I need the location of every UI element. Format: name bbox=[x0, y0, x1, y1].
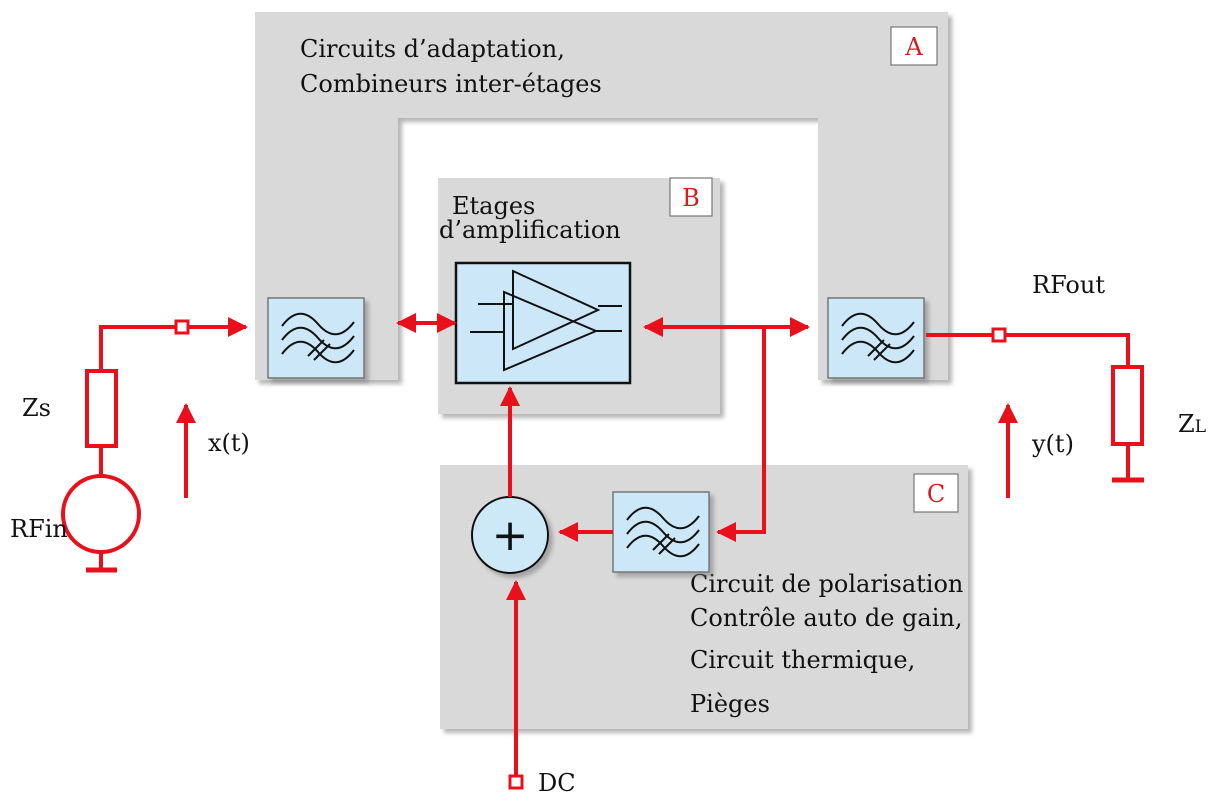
panel-a bbox=[255, 12, 948, 380]
panel-a-line2: Combineurs inter-étages bbox=[300, 70, 602, 98]
rf-source-icon bbox=[61, 474, 141, 554]
label-rfin: RFin bbox=[10, 515, 68, 543]
panel-b-line2: d’amplification bbox=[439, 216, 621, 244]
tag-c: C bbox=[913, 473, 959, 513]
panel-c-line3: Circuit thermique, bbox=[690, 646, 915, 674]
tag-a: A bbox=[890, 26, 938, 66]
label-dc: DC bbox=[538, 769, 576, 796]
tag-b: B bbox=[669, 177, 713, 217]
panel-b-line1: Etages bbox=[452, 192, 535, 220]
panel-c-line4: Pièges bbox=[690, 690, 770, 718]
label-yt: y(t) bbox=[1031, 430, 1074, 458]
label-zl: ZL bbox=[1178, 410, 1206, 438]
output-port bbox=[991, 327, 1007, 343]
signal-wires bbox=[86, 313, 1144, 782]
panel-a-line1: Circuits d’adaptation, bbox=[300, 35, 565, 63]
svg-text:+: + bbox=[492, 510, 529, 561]
svg-text:A: A bbox=[904, 33, 923, 61]
label-rfout: RFout bbox=[1032, 271, 1105, 299]
svg-text:B: B bbox=[682, 184, 700, 212]
source-resistor bbox=[85, 369, 118, 448]
dc-port bbox=[508, 774, 524, 790]
summing-node-icon: + bbox=[471, 496, 549, 574]
label-xt: x(t) bbox=[208, 429, 250, 457]
label-zs: Zs bbox=[22, 394, 51, 422]
filter-output-icon bbox=[827, 297, 925, 379]
load-resistor bbox=[1111, 365, 1144, 446]
panel-c-line1: Circuit de polarisation bbox=[690, 570, 963, 598]
amplifier-icon bbox=[454, 261, 632, 385]
svg-text:C: C bbox=[927, 480, 945, 508]
filter-input-icon bbox=[267, 297, 365, 379]
filter-bias-icon bbox=[612, 491, 710, 573]
panel-c-line2: Contrôle auto de gain, bbox=[690, 604, 962, 632]
input-port bbox=[174, 319, 190, 335]
